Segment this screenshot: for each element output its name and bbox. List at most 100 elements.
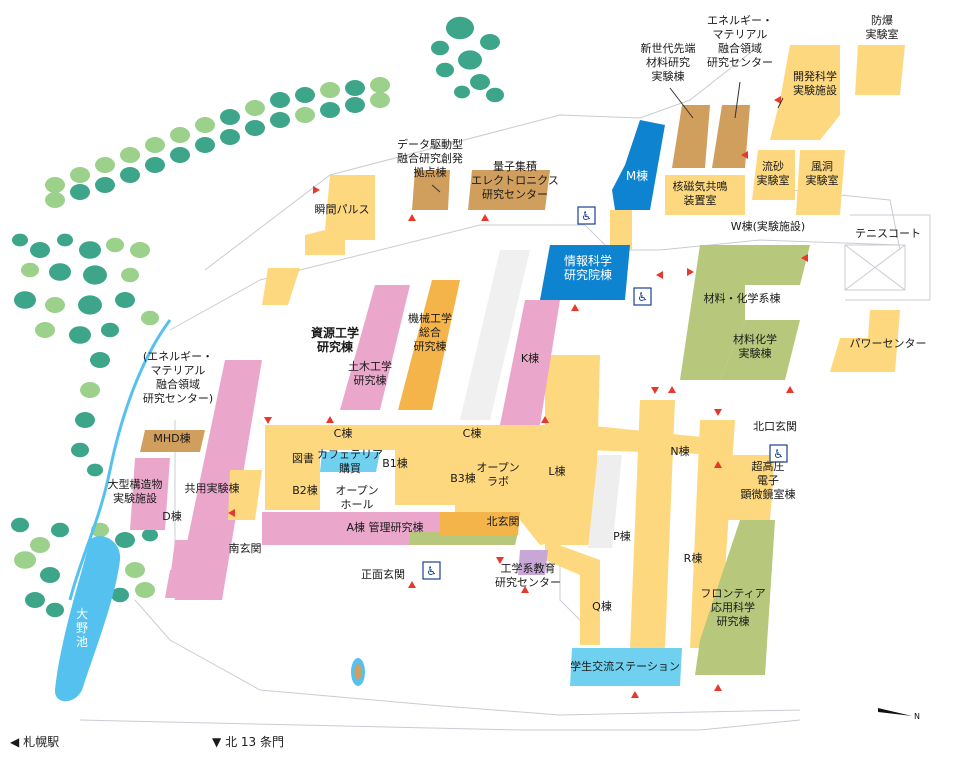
- building-cafeteria[interactable]: [320, 452, 380, 472]
- footer-kita13[interactable]: ▼ 北 13 条門: [212, 733, 284, 750]
- entrance-marker-icon: [571, 304, 579, 311]
- building-a-green[interactable]: [410, 532, 518, 545]
- label-open-lab: オープンラボ: [476, 461, 519, 488]
- building-shunkan[interactable]: [305, 175, 375, 255]
- building-ryoshi[interactable]: [468, 170, 550, 210]
- tree-icon: [71, 442, 89, 458]
- tree-icon: [270, 92, 290, 108]
- tree-icon: [35, 322, 55, 338]
- entrance-marker-icon: [687, 268, 694, 276]
- label-n-bldg: N棟: [670, 444, 689, 458]
- label-k-bldg: K棟: [521, 351, 539, 365]
- entrance-marker-icon: [541, 416, 549, 423]
- building-power[interactable]: [830, 310, 900, 372]
- tree-icon: [195, 137, 215, 153]
- tree-icon: [45, 177, 65, 193]
- label-toshokan: 図書: [292, 451, 314, 465]
- label-w-bldg: W棟(実験施設): [731, 219, 805, 233]
- label-ryusa: 流砂実験室: [757, 159, 790, 187]
- tree-icon: [78, 295, 102, 315]
- building-shigen[interactable]: [340, 285, 410, 410]
- building-kyoiku[interactable]: [518, 550, 548, 575]
- building-data-kudo[interactable]: [412, 170, 450, 210]
- building-k[interactable]: [500, 300, 560, 425]
- label-r-bldg: R棟: [684, 551, 703, 565]
- tree-icon: [80, 382, 100, 398]
- tree-icon: [446, 16, 474, 40]
- label-kakujiki: 核磁気共鳴装置室: [673, 179, 728, 207]
- building-m[interactable]: [612, 120, 665, 210]
- building-kaihatsu[interactable]: [770, 45, 840, 140]
- building-kita-genkan[interactable]: [440, 512, 520, 535]
- wheelchair-icon: ♿: [422, 561, 441, 580]
- building-kakujiki[interactable]: [665, 175, 745, 215]
- label-fudo: 風洞実験室: [806, 160, 839, 187]
- entrance-marker-icon: [481, 214, 489, 221]
- svg-text:♿: ♿: [581, 209, 592, 223]
- building-zairyo-jikken[interactable]: [720, 320, 800, 380]
- building-energy-top[interactable]: [712, 105, 750, 168]
- building-gakusei[interactable]: [570, 648, 682, 686]
- entrance-markers: [228, 96, 808, 698]
- building-mhd[interactable]: [140, 430, 205, 452]
- svg-text:♿: ♿: [426, 564, 437, 578]
- tree-icon: [115, 532, 135, 548]
- building-middle-gray: [460, 250, 530, 420]
- label-kaihatsu: 開発科学実験施設: [793, 69, 837, 97]
- building-d-lower[interactable]: [165, 570, 200, 598]
- building-ryusa[interactable]: [752, 150, 795, 200]
- building-ogata[interactable]: [130, 458, 170, 530]
- tree-icon: [87, 463, 103, 477]
- building-kikai[interactable]: [398, 280, 460, 410]
- tree-icon: [83, 265, 107, 285]
- label-joho: 情報科学研究院棟: [564, 253, 612, 282]
- building-shunkan-annex[interactable]: [262, 268, 300, 305]
- tree-icon: [25, 592, 45, 608]
- tree-icon: [220, 129, 240, 145]
- kita13-gate-label: 北 13 条門: [225, 735, 284, 749]
- building-labels: 防爆実験室エネルギー・マテリアル融合領域研究センター新世代先端材料研究実験棟開発…: [76, 13, 927, 673]
- tree-icon: [30, 242, 50, 258]
- entrance-marker-icon: [651, 387, 659, 394]
- entrance-marker-icon: [714, 409, 722, 416]
- building-minami-annex[interactable]: [228, 470, 262, 520]
- tree-icon: [14, 551, 36, 569]
- building-joho[interactable]: [540, 245, 630, 300]
- building-frontier[interactable]: [695, 520, 775, 675]
- tree-icon: [295, 107, 315, 123]
- label-shigen: 資源工学研究棟: [311, 325, 359, 354]
- tree-icon: [11, 517, 29, 533]
- entrance-marker-icon: [631, 691, 639, 698]
- wheelchair-icon: ♿: [577, 206, 596, 225]
- building-boku[interactable]: [855, 45, 905, 95]
- tree-icon: [120, 147, 140, 163]
- tree-icon: [57, 233, 73, 247]
- label-a-kanri: A棟 管理研究棟: [346, 520, 423, 534]
- label-b1: B1棟: [382, 456, 408, 470]
- entrance-marker-icon: [656, 271, 663, 279]
- footer-sapporo[interactable]: ◀ 札幌駅: [10, 733, 59, 750]
- label-kita-genkan: 北玄関: [487, 514, 520, 528]
- label-open-hall: オープンホール: [335, 484, 378, 511]
- entrance-marker-icon: [786, 386, 794, 393]
- label-zairyo-jikken: 材料化学実験棟: [733, 332, 777, 360]
- tree-icon: [458, 50, 482, 70]
- label-minami: 南玄関: [229, 541, 262, 555]
- entrance-marker-icon: [313, 186, 320, 194]
- label-chokoatsu: 超高圧電子顕微鏡室棟: [741, 459, 796, 501]
- entrance-marker-icon: [521, 586, 529, 593]
- tree-icon: [145, 157, 165, 173]
- building-fudo[interactable]: [796, 150, 845, 215]
- tree-icon: [345, 97, 365, 113]
- tree-icon: [79, 241, 101, 259]
- building-w[interactable]: [680, 245, 810, 380]
- label-zairyo-kagaku: 材料・化学系棟: [704, 291, 781, 305]
- tree-icon: [21, 262, 39, 278]
- label-kyoiku: 工学系教育研究センター: [495, 561, 561, 589]
- building-shinsedai[interactable]: [672, 105, 710, 168]
- label-kitaguchi: 北口玄関: [753, 419, 797, 433]
- tree-icon: [130, 242, 150, 258]
- tree-icon: [295, 87, 315, 103]
- tree-icon: [51, 522, 69, 538]
- label-mhd: MHD棟: [153, 431, 190, 445]
